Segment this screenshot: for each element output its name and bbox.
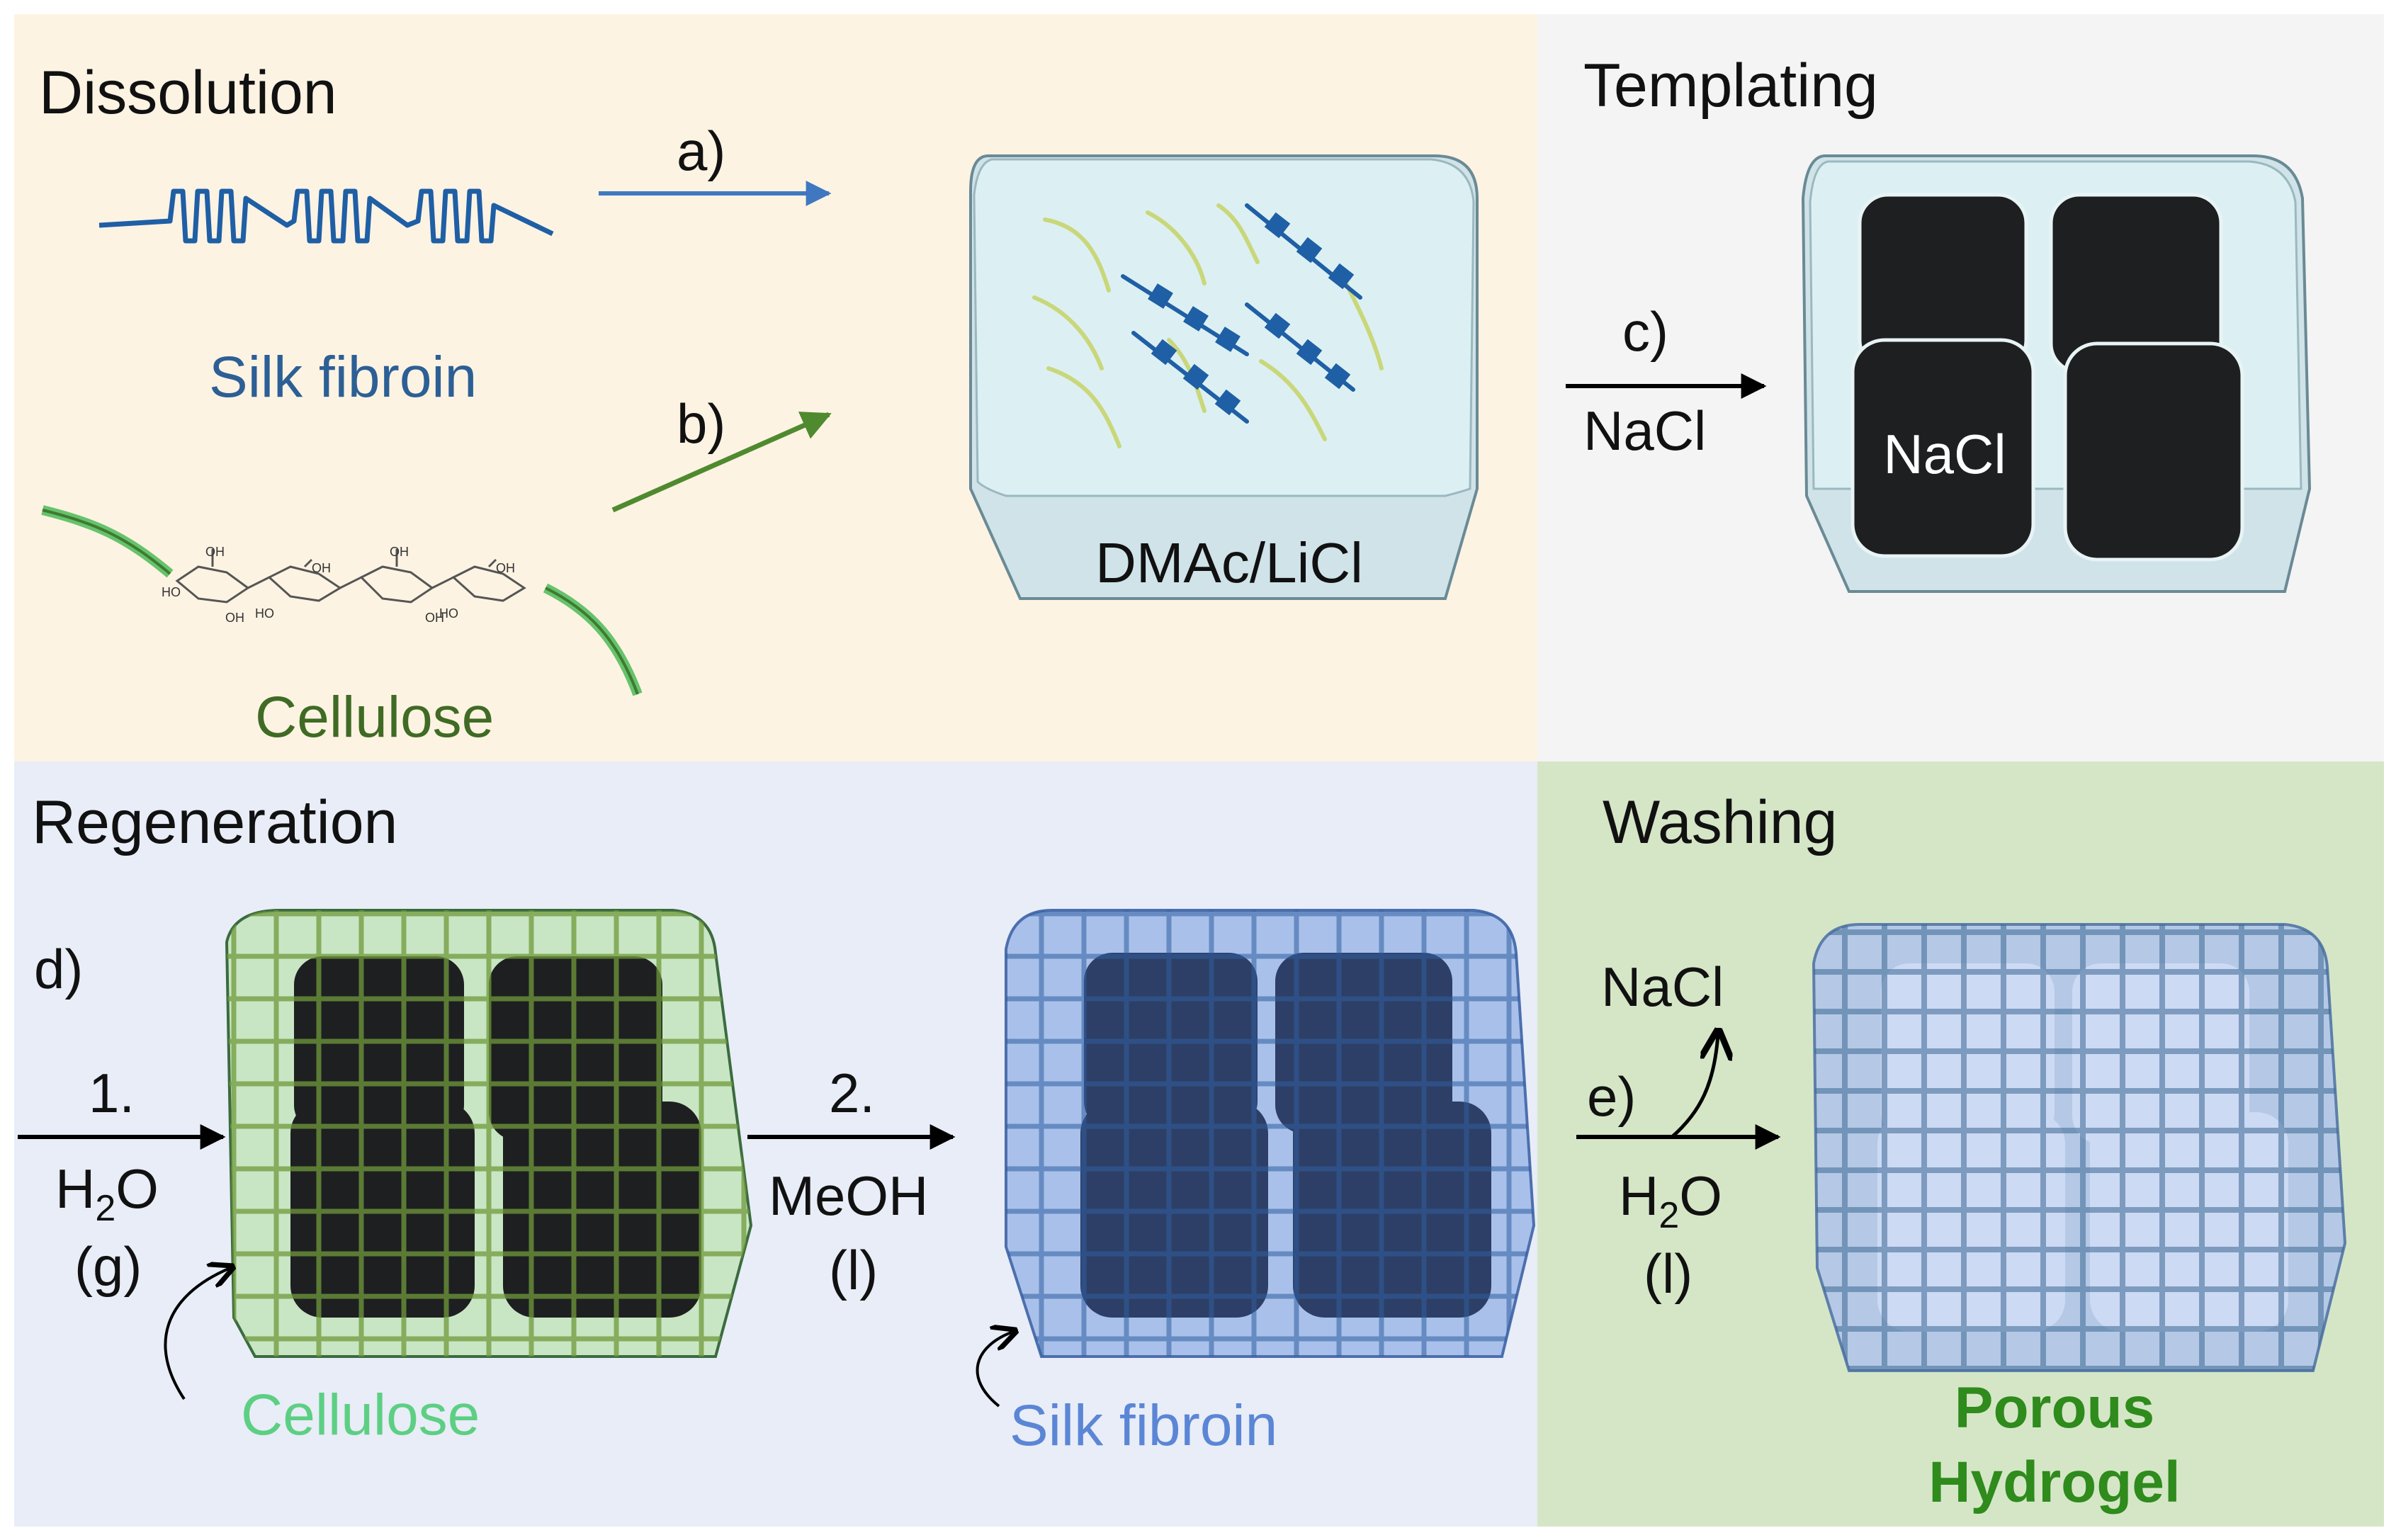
nacl-crystal-label: NaCl: [1883, 423, 2006, 485]
dissolution-title: Dissolution: [39, 59, 337, 127]
step1-phase: (g): [74, 1235, 142, 1298]
oh-label: OH: [390, 545, 409, 559]
ho-label: HO: [439, 606, 458, 621]
oh-label: OH: [496, 561, 515, 575]
washing-phase: (l): [1644, 1242, 1693, 1305]
cellulose-pointer: [164, 1268, 230, 1400]
oh-label: OH: [205, 545, 225, 559]
oh-label: OH: [425, 611, 444, 625]
templating-title: Templating: [1583, 52, 1878, 120]
washing-removed-nacl: NaCl: [1601, 956, 1724, 1018]
cellulose-chain: OH OH OH OH HO HO OH HO OH: [41, 505, 643, 696]
nacl-removal-arrow: [1671, 1034, 1718, 1138]
washing-title: Washing: [1603, 788, 1837, 856]
arrow-a-label: a): [677, 120, 725, 182]
washing-reagent: H2O: [1619, 1165, 1722, 1236]
silk-fibroin-label: Silk fibroin: [209, 345, 477, 409]
ho-label: HO: [162, 585, 181, 599]
step2-phase: (l): [829, 1239, 878, 1301]
templated-block: NaCl: [1801, 154, 2312, 593]
oh-label: OH: [312, 561, 331, 575]
silk-block: [1005, 909, 1536, 1358]
regen-silk-label: Silk fibroin: [1010, 1393, 1277, 1458]
porous-hydrogel-label-line2: Hydrogel: [1928, 1450, 2180, 1514]
solvent-label: DMAc/LiCl: [1095, 531, 1363, 594]
step1-reagent: H2O: [55, 1157, 159, 1229]
arrow-b-label: b): [677, 392, 725, 455]
solution-block: DMAc/LiCl: [969, 154, 1479, 600]
ho-label: HO: [255, 606, 274, 621]
cellulose-label: Cellulose: [255, 685, 494, 749]
step-d-label: d): [34, 938, 83, 1000]
regen-cellulose-label: Cellulose: [241, 1383, 480, 1447]
step1-number: 1.: [89, 1062, 135, 1124]
porous-hydrogel: [1812, 923, 2347, 1372]
step2-number: 2.: [829, 1062, 875, 1124]
arrow-b: [611, 412, 832, 513]
arrow-c-reagent: NaCl: [1583, 400, 1706, 462]
step2-reagent: MeOH: [769, 1165, 928, 1227]
arrow-c-label: c): [1622, 300, 1668, 363]
porous-hydrogel-label-line1: Porous: [1955, 1376, 2154, 1440]
oh-label: OH: [225, 611, 244, 625]
silk-pointer: [976, 1332, 1013, 1408]
cellulose-block: [225, 909, 753, 1358]
silk-fibroin-chain: [98, 188, 554, 244]
step-e-label: e): [1587, 1065, 1636, 1128]
nacl-crystals: [1850, 193, 2244, 562]
regeneration-title: Regeneration: [32, 788, 397, 856]
